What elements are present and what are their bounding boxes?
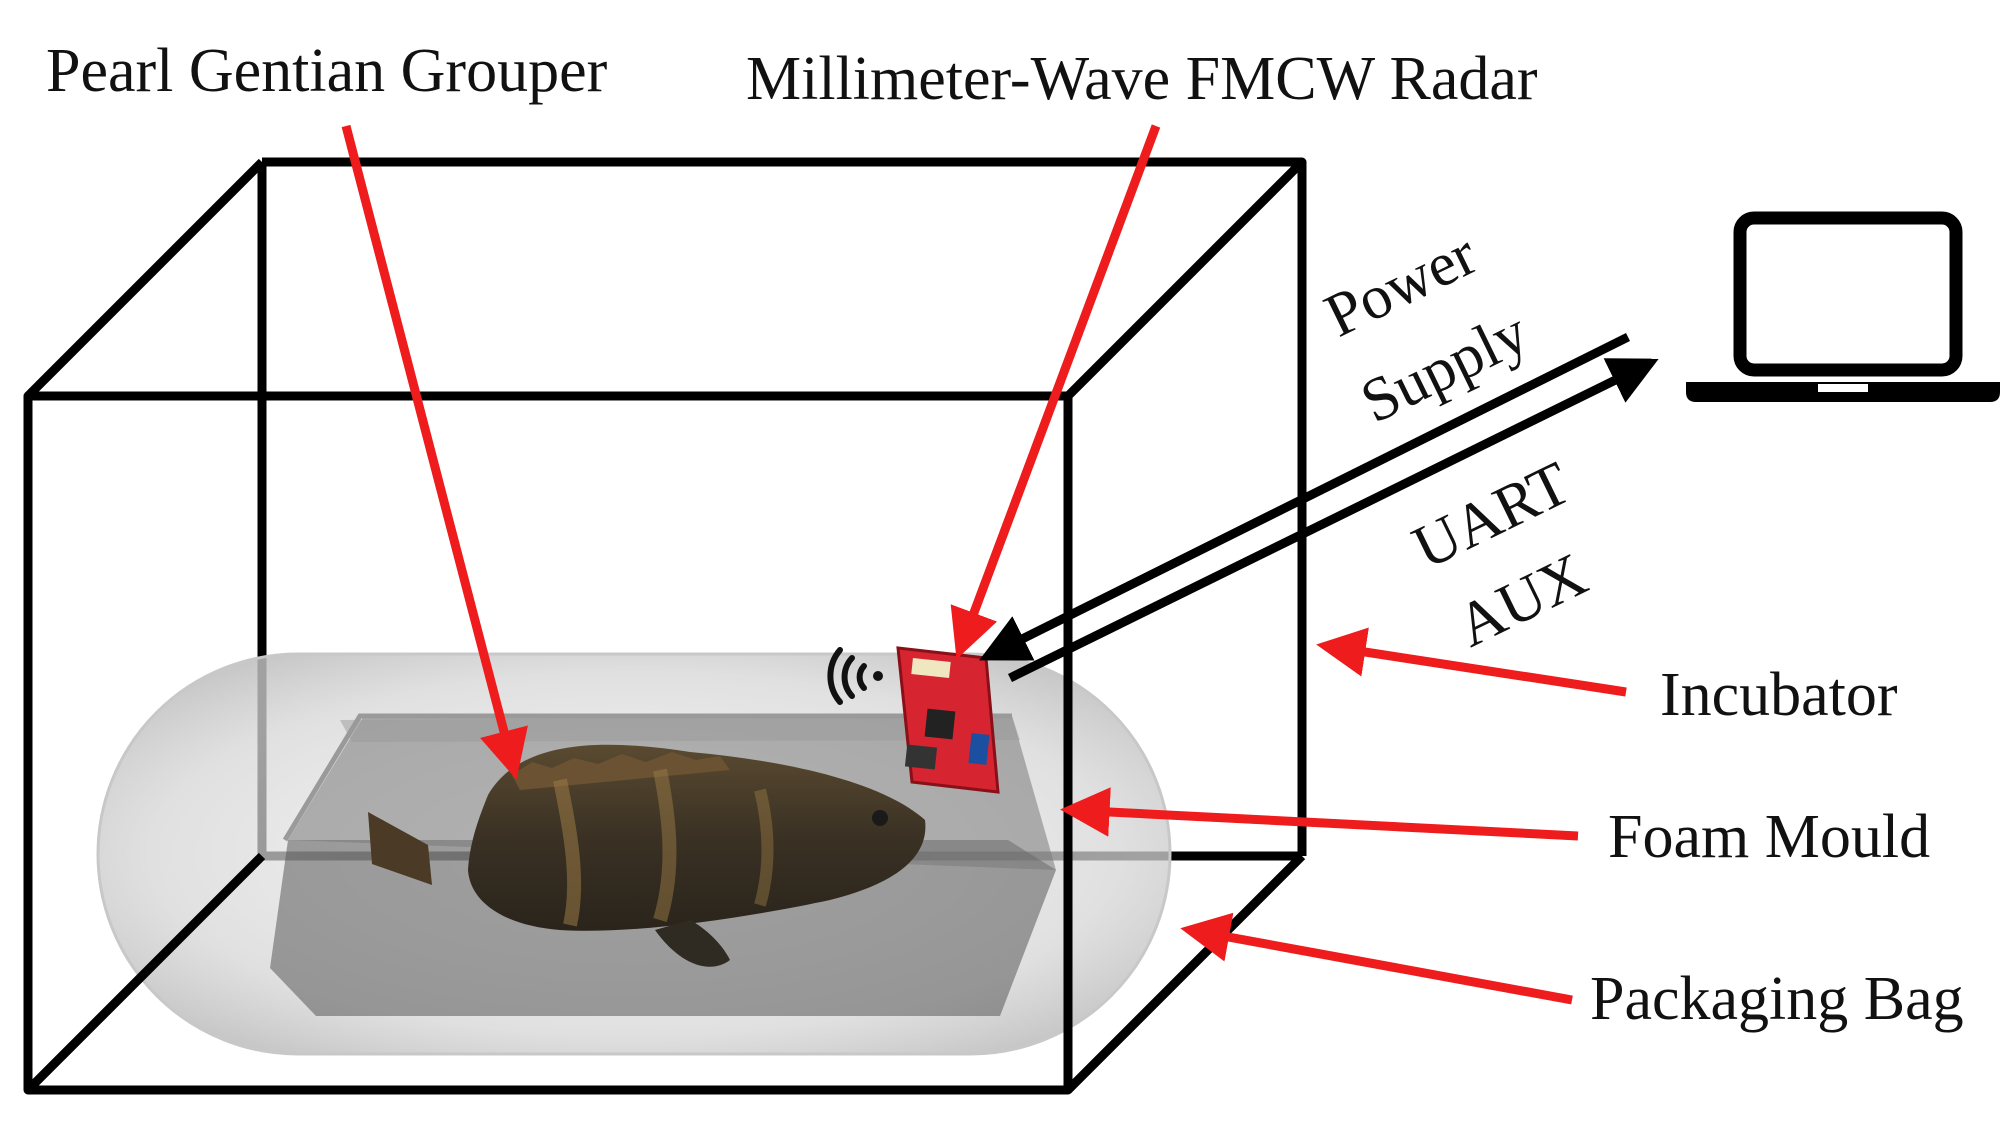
- connection-lines: [979, 332, 1659, 683]
- power-supply-line: [979, 332, 1631, 661]
- pointer-arrows: [341, 124, 1627, 1005]
- laptop-icon: [1686, 211, 2000, 402]
- incubator-frame-front: [23, 158, 1306, 1095]
- foam-mould-label: Foam Mould: [1608, 803, 1931, 871]
- uart-aux-line: [1008, 358, 1659, 683]
- fish-pointer-arrow: [341, 124, 528, 780]
- wifi-signal-icon: [827, 647, 883, 705]
- radar-label: Millimeter-Wave FMCW Radar: [746, 45, 1538, 113]
- radar-board: [896, 646, 1000, 794]
- bag-pointer-arrow: [1180, 912, 1573, 1005]
- incubator-label: Incubator: [1660, 661, 1898, 729]
- pearl-gentian-grouper: [368, 744, 926, 967]
- packaging-bag-label: Packaging Bag: [1590, 965, 1964, 1033]
- incubator-pointer-arrow: [1316, 627, 1627, 697]
- radar-pointer-arrow: [950, 124, 1161, 660]
- foam-pointer-arrow: [1060, 787, 1579, 841]
- fish-label: Pearl Gentian Grouper: [46, 37, 608, 105]
